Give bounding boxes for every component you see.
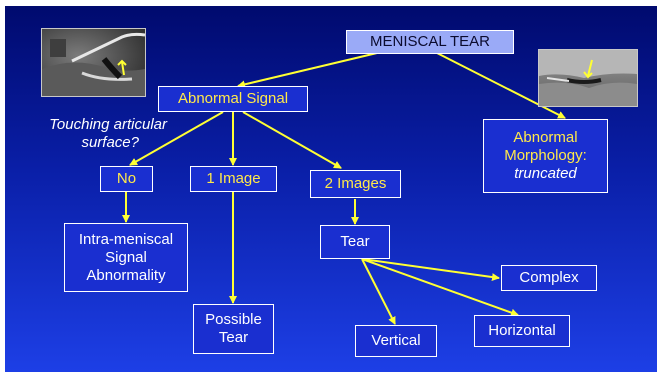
mri-knee-sagittal-image	[41, 28, 146, 97]
abnormal-morphology-node: Abnormal Morphology: truncated	[483, 119, 608, 193]
arrow-title-to-abnormal-signal	[238, 53, 377, 86]
complex-node: Complex	[501, 265, 597, 291]
two-images-node: 2 Images	[310, 170, 401, 198]
possible-tear-node: Possible Tear	[193, 304, 274, 354]
intra-line-3: Abnormality	[86, 267, 165, 285]
meniscal-tear-title: MENISCAL TEAR	[346, 30, 514, 54]
one-image-node: 1 Image	[190, 166, 277, 192]
question-line-2: surface?	[25, 134, 167, 152]
abnormal-signal-node: Abnormal Signal	[158, 86, 308, 112]
arrow-signal-to-two-images	[243, 112, 341, 168]
morphology-line-1: Abnormal	[513, 129, 577, 147]
tear-node: Tear	[320, 225, 390, 259]
arrow-tear-to-complex	[362, 259, 499, 278]
slide: MENISCAL TEAR Abnormal Signal Abnormal M…	[5, 6, 657, 372]
vertical-node: Vertical	[355, 325, 437, 357]
question-line-1: Touching articular	[25, 116, 167, 134]
intra-line-2: Signal	[105, 249, 147, 267]
possible-line-1: Possible	[205, 311, 262, 329]
mri-knee-coronal-image	[538, 49, 638, 107]
possible-line-2: Tear	[219, 329, 248, 347]
intra-line-1: Intra-meniscal	[79, 231, 173, 249]
intra-meniscal-node: Intra-meniscal Signal Abnormality	[64, 223, 188, 292]
question-label: Touching articular surface?	[25, 116, 167, 152]
no-node: No	[100, 166, 153, 192]
morphology-line-3: truncated	[514, 165, 577, 183]
horizontal-node: Horizontal	[474, 315, 570, 347]
morphology-line-2: Morphology:	[504, 147, 587, 165]
